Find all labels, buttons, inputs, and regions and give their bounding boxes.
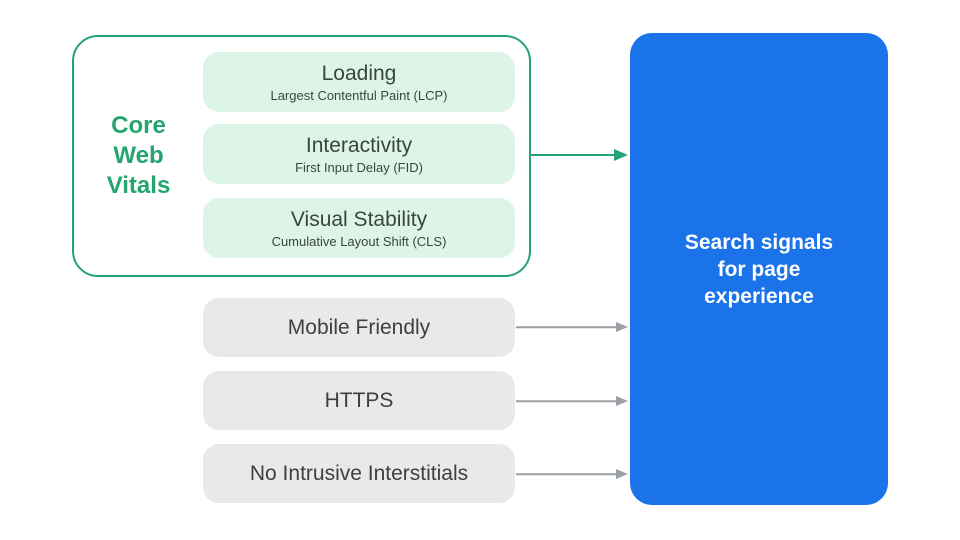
signal-card-mobile-friendly: Mobile Friendly xyxy=(203,298,515,357)
signal-label: HTTPS xyxy=(324,388,394,412)
arrow-line xyxy=(516,400,620,402)
vital-card-visual-stability: Visual Stability Cumulative Layout Shift… xyxy=(203,198,515,258)
signal-label: Mobile Friendly xyxy=(287,315,431,339)
core-web-vitals-label: Core Web Vitals xyxy=(106,112,171,199)
arrow-core-web-vitals-to-result xyxy=(531,148,628,162)
arrowhead-icon xyxy=(616,396,628,406)
arrow-line xyxy=(516,473,620,475)
arrowhead-icon xyxy=(616,322,628,332)
vital-subtitle: First Input Delay (FID) xyxy=(295,159,423,175)
arrow-line xyxy=(531,154,618,156)
signal-card-no-intrusive-interstitials: No Intrusive Interstitials xyxy=(203,444,515,503)
arrow-mobile-friendly-to-result xyxy=(516,320,628,334)
arrow-no-intrusive-interstitials-to-result xyxy=(516,467,628,481)
vital-card-interactivity: Interactivity First Input Delay (FID) xyxy=(203,124,515,184)
search-signals-panel: Search signals for page experience xyxy=(630,33,888,505)
arrowhead-icon xyxy=(614,149,628,161)
search-signals-label: Search signals for page experience xyxy=(684,230,834,308)
vital-title: Loading xyxy=(321,61,397,85)
vital-card-loading: Loading Largest Contentful Paint (LCP) xyxy=(203,52,515,112)
core-web-vitals-group: Core Web Vitals Loading Largest Contentf… xyxy=(72,35,531,277)
vital-title: Visual Stability xyxy=(290,207,428,231)
vital-title: Interactivity xyxy=(305,133,413,157)
signal-label: No Intrusive Interstitials xyxy=(249,461,469,485)
vital-subtitle: Largest Contentful Paint (LCP) xyxy=(270,87,448,103)
arrow-https-to-result xyxy=(516,394,628,408)
signal-card-https: HTTPS xyxy=(203,371,515,430)
arrowhead-icon xyxy=(616,469,628,479)
vital-subtitle: Cumulative Layout Shift (CLS) xyxy=(271,233,447,249)
arrow-line xyxy=(516,326,620,328)
